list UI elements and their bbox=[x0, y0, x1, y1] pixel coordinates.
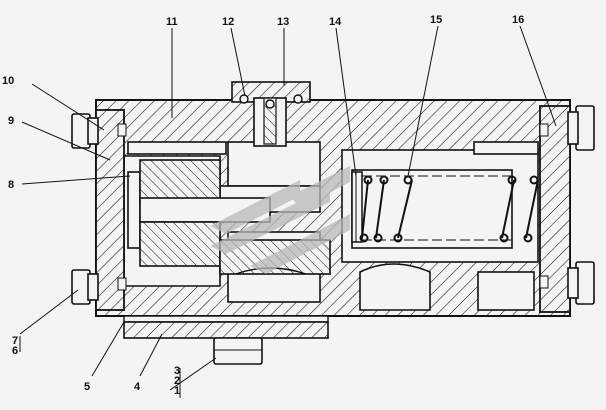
callout-14: 14 bbox=[329, 16, 342, 28]
bottom-plug bbox=[213, 337, 263, 365]
callout-7: 7 bbox=[12, 335, 18, 347]
callout-labels: 1 2 3 4 5 6 7 8 9 10 11 12 13 14 15 16 bbox=[2, 14, 524, 397]
bottom-plate bbox=[123, 315, 329, 339]
inner-cavities bbox=[123, 141, 539, 311]
callout-8: 8 bbox=[8, 179, 14, 191]
right-cover bbox=[539, 105, 571, 313]
callout-12: 12 bbox=[222, 16, 234, 28]
bolts bbox=[71, 105, 595, 305]
callout-3: 3 bbox=[174, 365, 180, 377]
leader-lines bbox=[19, 25, 557, 398]
callout-1: 1 bbox=[174, 385, 180, 397]
callout-6: 6 bbox=[12, 345, 18, 357]
top-plug bbox=[231, 81, 311, 147]
left-cover bbox=[95, 109, 127, 311]
callout-11: 11 bbox=[166, 16, 178, 28]
callout-10: 10 bbox=[2, 75, 14, 87]
callout-9: 9 bbox=[8, 115, 14, 127]
callout-13: 13 bbox=[277, 16, 289, 28]
callout-16: 16 bbox=[512, 14, 524, 26]
watermark-logo bbox=[210, 166, 350, 274]
spring-seat bbox=[351, 171, 363, 243]
callout-2: 2 bbox=[174, 375, 180, 387]
callout-15: 15 bbox=[430, 14, 442, 26]
callout-4: 4 bbox=[134, 381, 141, 393]
callout-5: 5 bbox=[84, 381, 90, 393]
